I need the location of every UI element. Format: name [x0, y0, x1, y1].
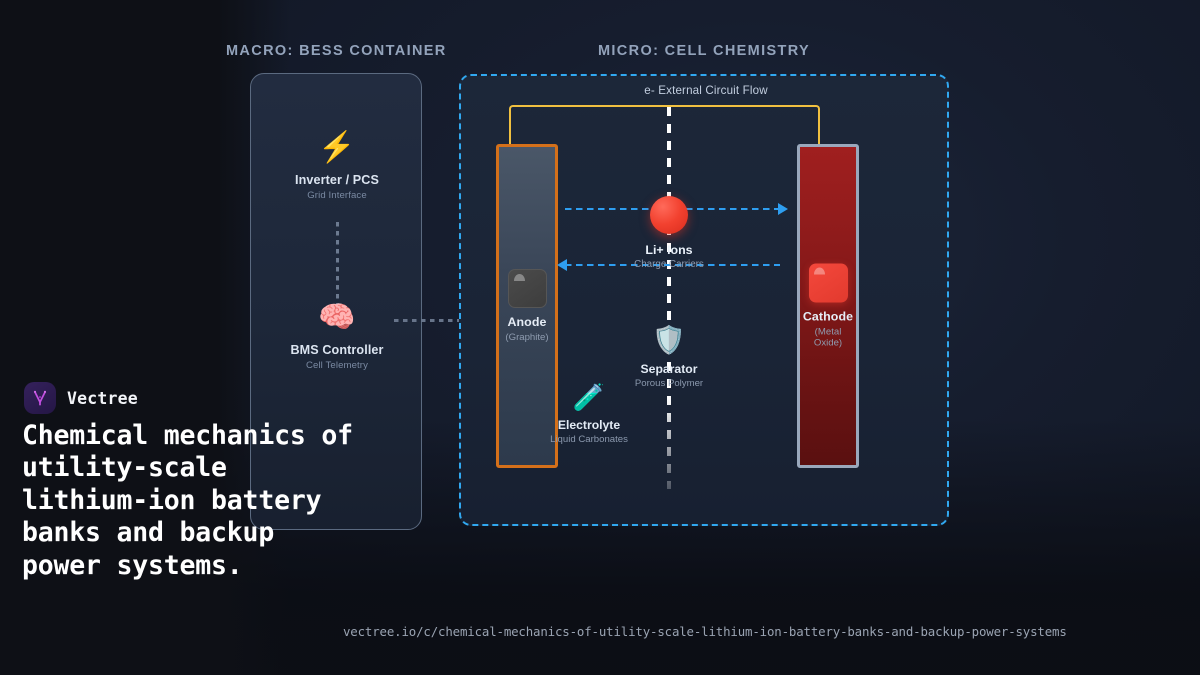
cathode-inner: Cathode (Metal Oxide)	[800, 263, 856, 349]
macro-bess-container-panel: ⚡ Inverter / PCS Grid Interface 🧠 BMS Co…	[250, 73, 422, 530]
li-ion-node: Li+ Ions Charge Carriers	[591, 196, 747, 270]
anode-electrode: Anode (Graphite)	[496, 144, 558, 468]
vectree-logo	[24, 382, 56, 414]
macro-section-label: MACRO: BESS CONTAINER	[226, 43, 447, 59]
cathode-title: Cathode	[802, 309, 854, 324]
micro-section-label: MICRO: CELL CHEMISTRY	[598, 43, 811, 59]
test-tube-icon: 🧪	[572, 382, 606, 412]
li-ion-subtitle: Charge Carriers	[634, 259, 704, 270]
brand-name: Vectree	[67, 388, 138, 408]
node-bms-controller: 🧠 BMS Controller Cell Telemetry	[251, 299, 423, 371]
li-ion-title: Li+ Ions	[645, 243, 693, 257]
brain-icon: 🧠	[318, 301, 356, 334]
separator-subtitle: Porous Polymer	[634, 378, 704, 389]
separator-membrane-line	[667, 107, 671, 489]
vectree-tree-logo-icon	[33, 390, 47, 406]
node-inverter-pcs: ⚡ Inverter / PCS Grid Interface	[251, 129, 423, 201]
node-bms-subtitle: Cell Telemetry	[305, 360, 368, 371]
ion-flow-to-anode	[565, 264, 780, 266]
anode-title: Anode	[507, 315, 547, 329]
graphite-swatch-icon	[507, 269, 547, 308]
cathode-electrode: Cathode (Metal Oxide)	[797, 144, 859, 468]
lightning-bolt-icon: ⚡	[318, 131, 356, 164]
node-inverter-title: Inverter / PCS	[295, 173, 379, 187]
node-inverter-subtitle: Grid Interface	[307, 190, 367, 201]
shield-icon: 🛡️	[652, 325, 686, 355]
ion-flow-left-arrow-icon	[557, 259, 567, 271]
macro-to-micro-connector	[394, 319, 460, 322]
electrolyte-title: Electrolyte	[557, 418, 621, 432]
separator-title: Separator	[640, 362, 698, 376]
separator-node: 🛡️ Separator Porous Polymer	[591, 324, 747, 389]
brand-lockup: Vectree	[24, 382, 138, 414]
anode-inner: Anode (Graphite)	[499, 269, 555, 343]
external-circuit-label: e- External Circuit Flow	[644, 84, 768, 97]
cathode-subtitle: (Metal Oxide)	[813, 326, 843, 349]
page-headline: Chemical mechanics of utility-scale lith…	[22, 420, 353, 581]
li-ion-circle-icon	[650, 196, 688, 234]
ion-flow-right-arrow-icon	[778, 203, 788, 215]
anode-subtitle: (Graphite)	[505, 332, 549, 343]
electrolyte-node: 🧪 Electrolyte Liquid Carbonates	[526, 381, 652, 445]
article-url: vectree.io/c/chemical-mechanics-of-utili…	[343, 624, 1067, 639]
macro-vertical-connector	[336, 222, 339, 330]
micro-cell-chemistry-panel: e- External Circuit Flow Anode (Graphite…	[459, 74, 949, 526]
external-circuit-wire	[509, 105, 820, 150]
metal-oxide-swatch-icon	[808, 263, 848, 303]
electrolyte-subtitle: Liquid Carbonates	[550, 434, 628, 445]
node-bms-title: BMS Controller	[290, 343, 384, 357]
